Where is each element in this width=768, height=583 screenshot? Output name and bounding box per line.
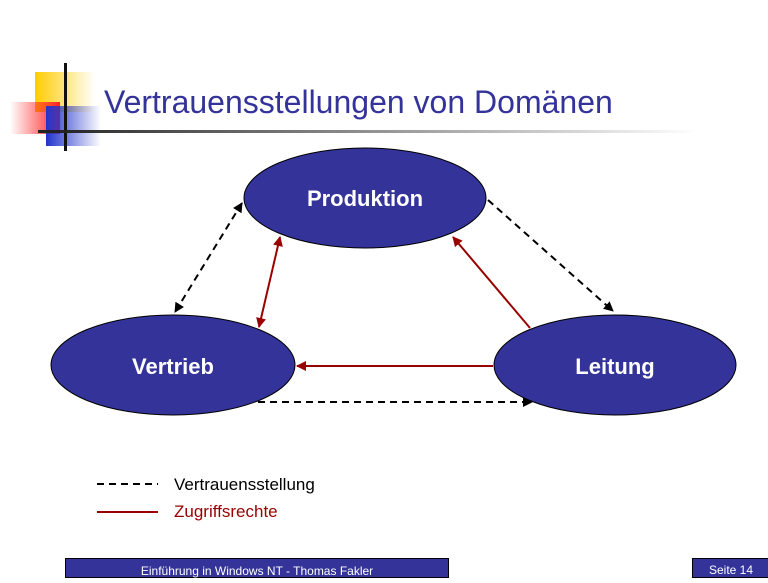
label-leitung: Leitung: [575, 354, 654, 379]
legend-trust-label: Vertrauensstellung: [174, 475, 315, 494]
label-produktion: Produktion: [307, 186, 423, 211]
logo-decoration: [10, 63, 698, 151]
footer-text: Einführung in Windows NT - Thomas Fakler: [65, 558, 449, 578]
trust-arrow-produktion-leitung: [487, 199, 614, 312]
legend-access-label: Zugriffsrechte: [174, 502, 278, 521]
node-leitung: [493, 314, 737, 416]
page-number: Seite 14: [692, 558, 768, 578]
label-vertrieb: Vertrieb: [132, 354, 214, 379]
access-arrow-produktion-vertrieb: [256, 236, 283, 328]
access-arrow-leitung-produktion: [452, 236, 531, 329]
page-title: Vertrauensstellungen von Domänen: [104, 84, 613, 120]
node-vertrieb: [50, 314, 296, 416]
trust-arrow-produktion-vertrieb: [174, 202, 243, 313]
node-produktion: [243, 147, 487, 249]
